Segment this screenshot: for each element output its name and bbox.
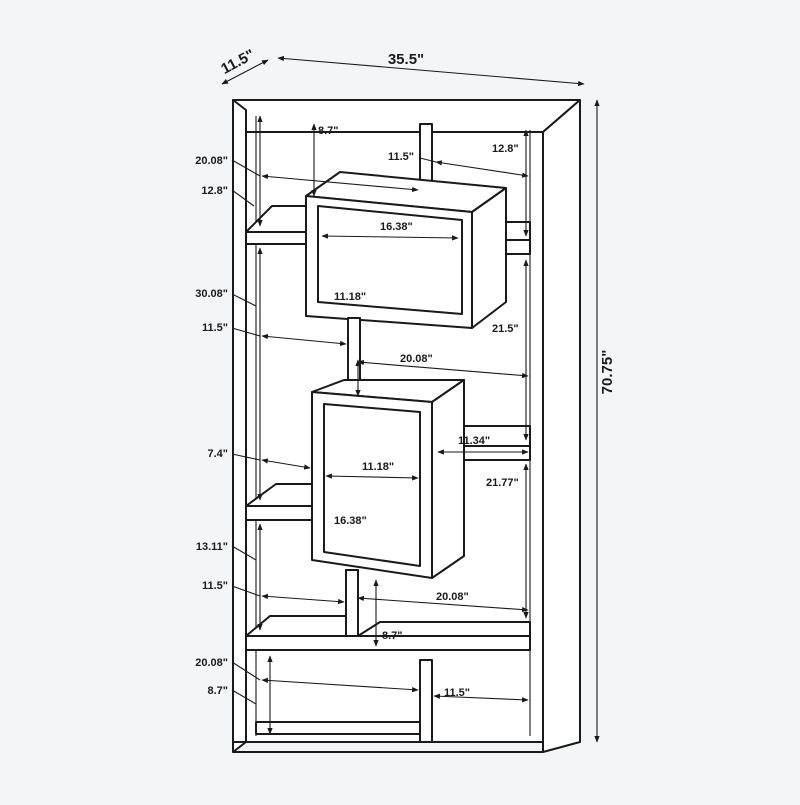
label-8-7-top: 8.7"	[318, 125, 339, 137]
label-13-11: 13.11"	[196, 541, 228, 553]
label-8-7-low: 8.7"	[382, 630, 403, 642]
dim-20-08-low-h	[357, 595, 529, 613]
dim-20-08-top-h	[261, 173, 419, 193]
dim-20-08-bot-h	[261, 677, 419, 693]
leader-11-5-low	[231, 585, 261, 597]
dim-11-5-bot-h	[433, 693, 529, 703]
left-side-panel	[232, 99, 247, 753]
upper-cube-side	[471, 187, 507, 329]
lower-cube	[311, 379, 465, 579]
leader-11-5-top	[419, 157, 437, 163]
overall-width-label: 35.5"	[388, 51, 424, 68]
label-11-34: 11.34"	[458, 435, 490, 447]
lower-cube-side	[431, 379, 465, 579]
label-7-4: 7.4"	[207, 448, 228, 460]
label-11-5-low: 11.5"	[202, 580, 228, 592]
left-middle-shelf	[245, 505, 313, 521]
label-16-38-upper: 16.38"	[380, 221, 413, 233]
upper-cube-opening	[317, 205, 463, 315]
dim-11-5-top-h	[435, 160, 529, 178]
overall-depth-label: 11.5"	[218, 46, 257, 78]
bottom-divider	[419, 659, 433, 743]
label-8-7-bot: 8.7"	[207, 685, 228, 697]
label-11-18-upper: 11.18"	[334, 291, 366, 303]
label-20-08-low: 20.08"	[436, 591, 469, 603]
upper-left-shelf	[245, 231, 308, 245]
dim-11-18-h	[325, 473, 419, 481]
width-dim-line	[277, 55, 585, 87]
label-30-08: 30.08"	[195, 288, 228, 300]
depth-dim-line	[221, 59, 269, 85]
leader-20-08-bot	[231, 661, 261, 681]
dimension-lines	[221, 55, 600, 743]
label-11-5-mid: 11.5"	[202, 322, 228, 334]
leader-13-11	[231, 545, 257, 561]
leader-12-8	[231, 189, 255, 207]
dim-16-38-h	[321, 233, 459, 241]
upper-cube	[305, 171, 507, 329]
dim-7-4-h	[261, 458, 311, 470]
label-21-77: 21.77"	[486, 477, 519, 489]
top-board	[232, 99, 581, 133]
label-20-08-mid: 20.08"	[400, 353, 433, 365]
label-12-8-right: 12.8"	[492, 143, 519, 155]
label-21-5: 21.5"	[492, 323, 519, 335]
lower-cube-opening	[323, 403, 421, 567]
leader-8-7-bot	[231, 689, 257, 705]
lower-divider	[345, 569, 359, 647]
dim-11-5-low-h	[261, 593, 345, 605]
bottom-shelf-top-right	[357, 621, 531, 637]
label-16-38-lower: 16.38"	[334, 515, 367, 527]
overall-height-label: 70.75"	[599, 350, 616, 395]
label-20-08-bot: 20.08"	[195, 657, 228, 669]
dim-20-08-mid-h	[357, 359, 529, 379]
label-11-18-lower: 11.18"	[362, 461, 394, 473]
right-side-panel	[542, 99, 581, 753]
lowest-shelf-left	[255, 721, 421, 735]
leader-30-08	[231, 293, 257, 307]
leader-20-08-top	[231, 159, 261, 177]
leader-7-4	[231, 453, 261, 461]
label-12-8-left: 12.8"	[201, 185, 228, 197]
label-20-08-top: 20.08"	[195, 155, 228, 167]
bookcase-structure	[232, 99, 581, 753]
label-11-5-bot: 11.5"	[444, 687, 470, 699]
dim-11-5-mid-h	[261, 333, 347, 347]
leader-11-5-mid	[231, 327, 261, 337]
label-11-5-top: 11.5"	[388, 151, 414, 163]
